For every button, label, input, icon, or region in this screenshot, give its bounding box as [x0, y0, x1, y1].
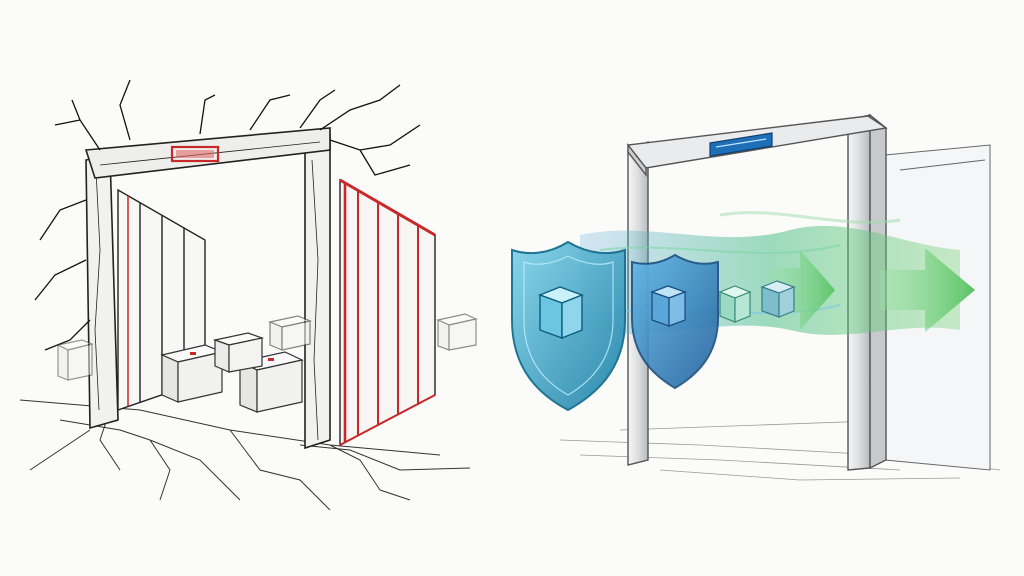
box	[436, 313, 478, 351]
frame-cracks	[34, 79, 421, 351]
box	[160, 344, 224, 403]
shield-icon	[511, 240, 626, 412]
box	[56, 339, 94, 381]
status-display	[709, 132, 773, 157]
cargo-boxes	[56, 313, 478, 413]
right-post	[304, 134, 331, 450]
ground-cracks	[19, 399, 471, 511]
cube-icon	[538, 286, 584, 340]
box	[212, 332, 265, 373]
warning-sign	[170, 145, 220, 163]
cube-icon	[650, 285, 687, 327]
broken-gateway	[19, 79, 478, 511]
cube-icon	[760, 280, 796, 318]
box	[267, 315, 313, 351]
left-post	[85, 154, 119, 430]
secure-gateway	[511, 113, 1001, 481]
shield-icon	[631, 253, 719, 390]
open-gate-right	[339, 178, 436, 447]
exit-arrow-icon	[880, 248, 975, 332]
cube-icon	[718, 285, 752, 323]
